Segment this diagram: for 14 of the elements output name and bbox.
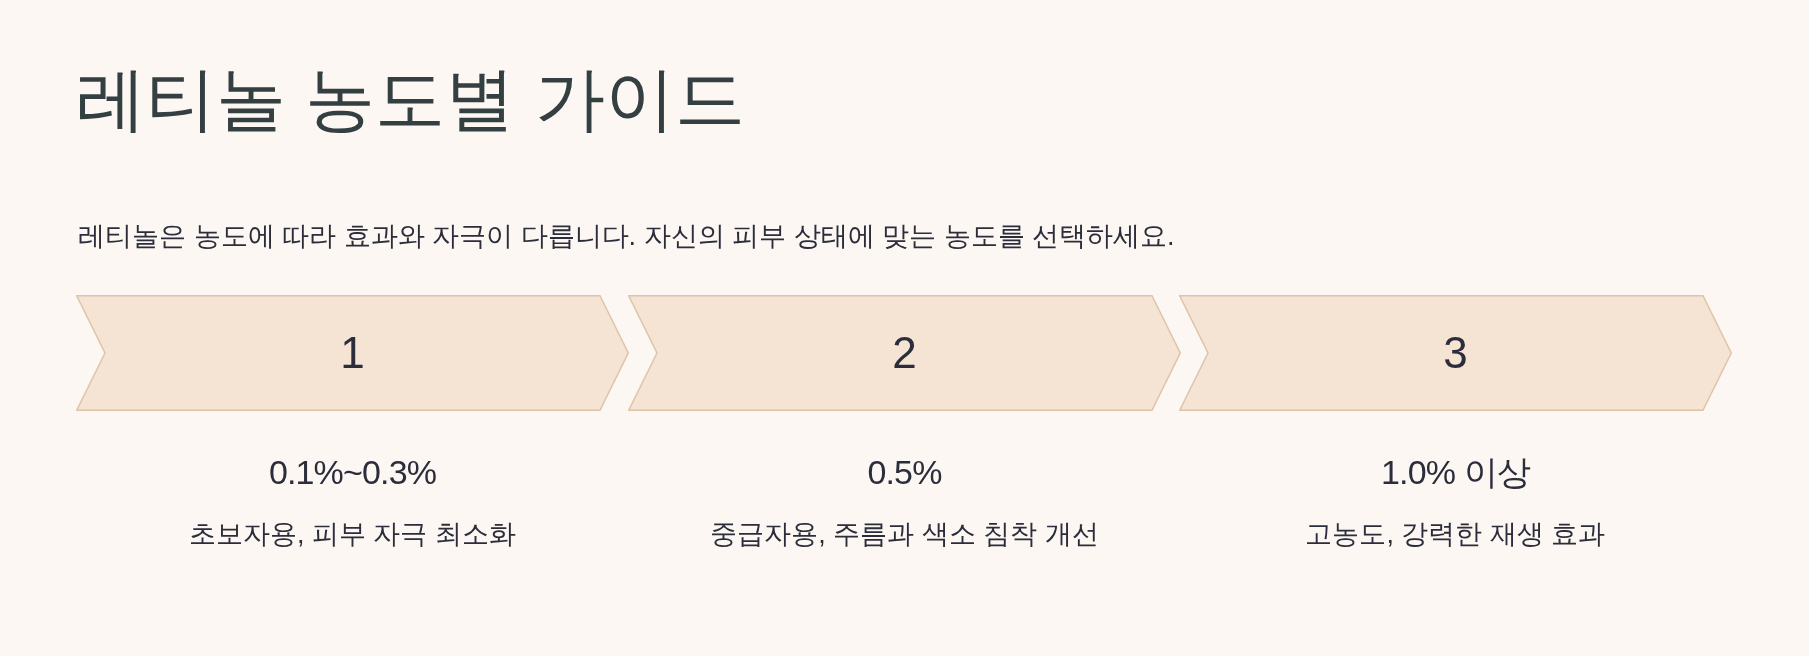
title: 레티놀 농도별 가이드 [76,64,745,134]
step-number: 3 [1443,331,1468,375]
chevron-step [1179,295,1732,411]
description-text: 중급자용, 주름과 색소 침착 개선 [710,521,1099,548]
description-text: 초보자용, 피부 자극 최소화 [189,521,516,548]
chevron-step [76,295,629,411]
concentration-value: 0.1%~0.3% [268,455,437,489]
subtitle-text: 레티놀은 농도에 따라 효과와 자극이 다릅니다. 자신의 피부 상태에 맞는 농도를 선택하세요. [78,223,1175,250]
step-number: 2 [892,331,917,375]
chevron-step [628,295,1181,411]
description-text: 고농도, 강력한 재생 효과 [1305,521,1606,548]
concentration-value: 1.0% 이상 [1381,455,1530,489]
step-number: 1 [340,331,365,375]
concentration-value: 0.5% [867,455,942,489]
